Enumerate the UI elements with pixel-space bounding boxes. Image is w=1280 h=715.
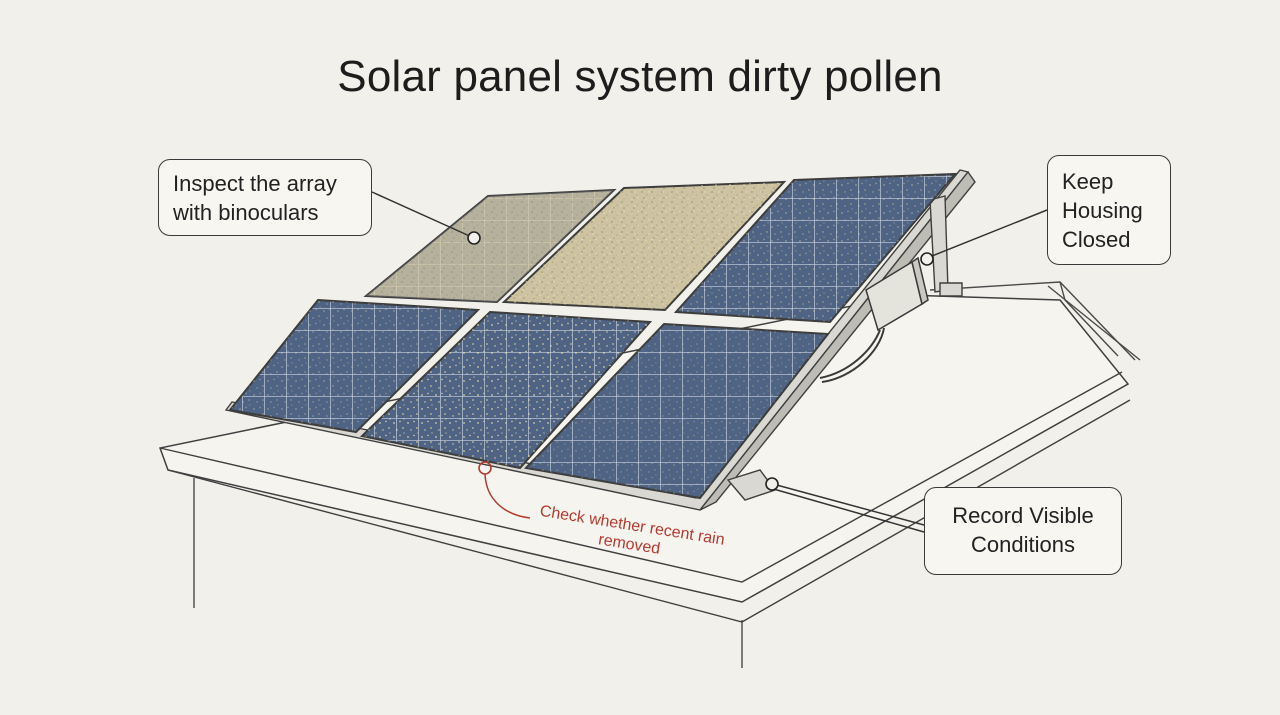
roof-ridge [929,281,1136,361]
callout-inspect-line2: with binoculars [173,200,319,225]
callout-housing-line2: Housing [1062,198,1143,223]
page-title: Solar panel system dirty pollen [337,52,943,101]
marker-inspect [467,231,481,245]
callout-keep-housing-closed: Keep Housing Closed [1047,155,1171,265]
junction-box [819,256,929,383]
callout-housing-line1: Keep [1062,169,1114,194]
callout-record-line2: Conditions [971,532,1075,557]
rain-leader [484,473,531,519]
marker-housing [920,252,934,266]
callout-record-conditions: Record Visible Conditions [924,487,1122,575]
callout-housing-line3: Closed [1062,227,1131,252]
callout-leaders [371,191,1048,533]
callout-record-line1: Record Visible [952,503,1094,528]
roof-edge [159,371,1123,583]
callout-inspect-array: Inspect the array with binoculars [158,159,372,236]
marker-record [765,477,779,491]
mounting-frame [224,169,976,511]
house-walls [193,285,1141,668]
callout-inspect-line1: Inspect the array [173,171,337,196]
